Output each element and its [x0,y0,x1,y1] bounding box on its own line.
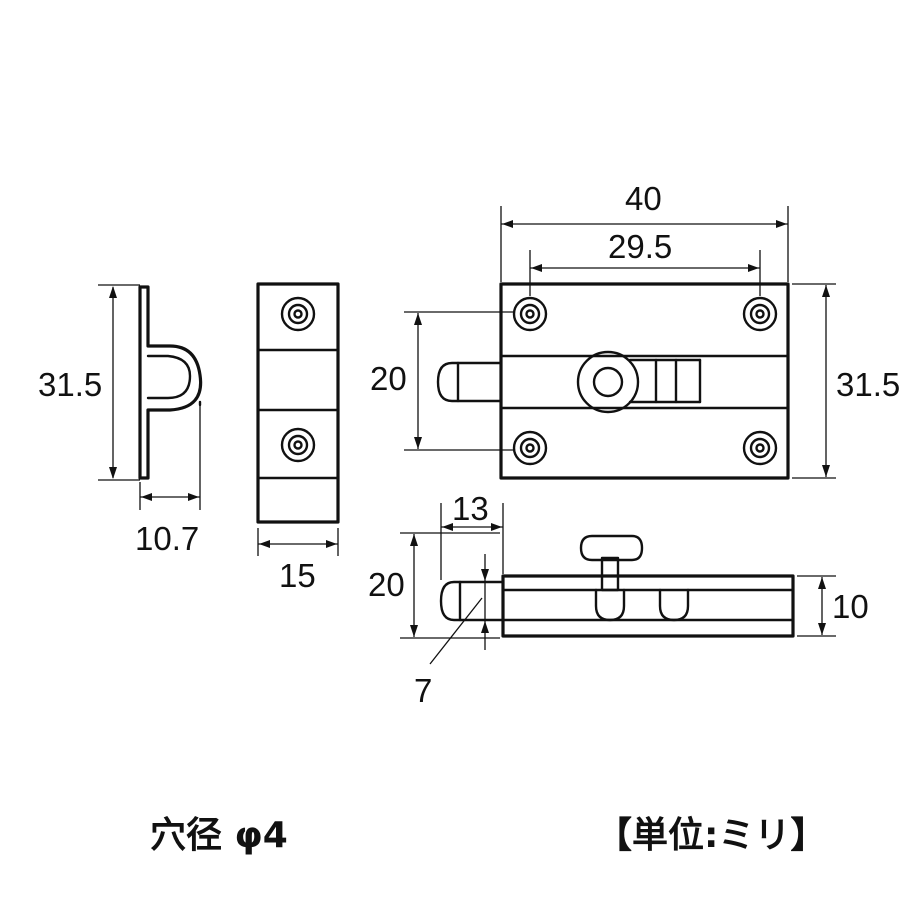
bolt-depth-label: 10 [832,588,869,625]
screw-hole-icon [742,430,778,466]
bolt-depth-dimension: 10 [797,575,869,637]
catch-front-view [256,282,340,524]
pin-diameter-label: 7 [414,672,432,709]
bolt-knob-icon [579,534,644,592]
bolt-total-width-label: 40 [625,180,662,217]
screw-hole-icon [512,430,548,466]
catch-width-label: 15 [279,557,316,594]
catch-height-label: 31.5 [38,366,102,403]
bolt-extension-dimension: 13 [440,490,504,580]
bolt-front-view [436,282,790,480]
pin-diameter-dimension: 7 [414,554,489,709]
catch-height-dimension: 31.5 [38,284,140,481]
bolt-side-height-label: 20 [368,566,405,603]
bolt-extension-label: 13 [452,490,489,527]
bolt-total-width-dimension: 40 [500,180,789,282]
catch-width-dimension: 15 [257,528,339,594]
screw-hole-icon [512,296,548,332]
bolt-side-view [439,534,795,638]
unit-note: 【単位:ミリ】 [596,815,827,856]
bolt-hole-pitch-dimension: 29.5 [529,228,761,296]
hole-diameter-note: 穴径 φ4 [150,815,288,856]
bolt-total-height-label: 31.5 [836,366,900,403]
catch-depth-label: 10.7 [135,520,199,557]
bolt-knob-icon [576,350,640,414]
catch-depth-dimension: 10.7 [135,405,201,557]
bolt-front-height-label: 20 [370,360,407,397]
bolt-hole-pitch-label: 29.5 [608,228,672,265]
screw-hole-icon [280,427,316,463]
bolt-side-height-dimension: 20 [368,532,500,639]
screw-hole-icon [280,296,316,332]
catch-side-profile [138,285,203,480]
bolt-total-height-dimension: 31.5 [792,283,900,479]
bolt-front-height-dimension: 20 [370,311,514,451]
screw-hole-icon [742,296,778,332]
